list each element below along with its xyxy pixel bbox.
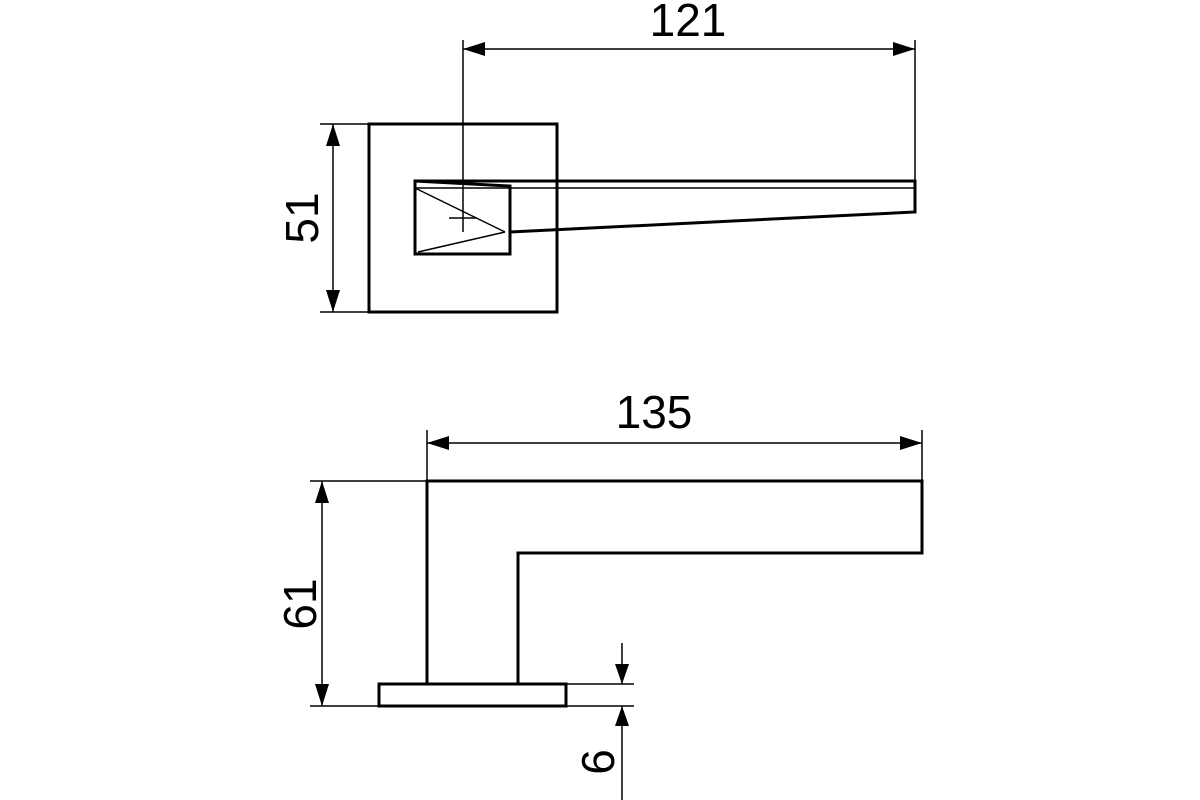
- top-view: 121 51: [276, 0, 917, 314]
- side-view-lever: [425, 479, 924, 686]
- side-view: 135 61 6: [274, 386, 924, 800]
- dimension-135: 135: [426, 386, 923, 481]
- dimension-51: 51: [276, 123, 369, 313]
- dimension-135-label: 135: [616, 386, 693, 438]
- dimension-61-label: 61: [274, 578, 326, 629]
- dimension-121: 121: [463, 0, 916, 181]
- dimension-121-label: 121: [650, 0, 727, 46]
- top-view-center-mark: [449, 40, 477, 232]
- dimension-6-label: 6: [572, 749, 624, 775]
- side-view-rose-plate: [377, 682, 568, 708]
- dimension-51-label: 51: [276, 192, 328, 243]
- top-view-lever: [413, 179, 917, 256]
- dimension-6: 6: [566, 643, 634, 800]
- dimension-61: 61: [274, 480, 427, 707]
